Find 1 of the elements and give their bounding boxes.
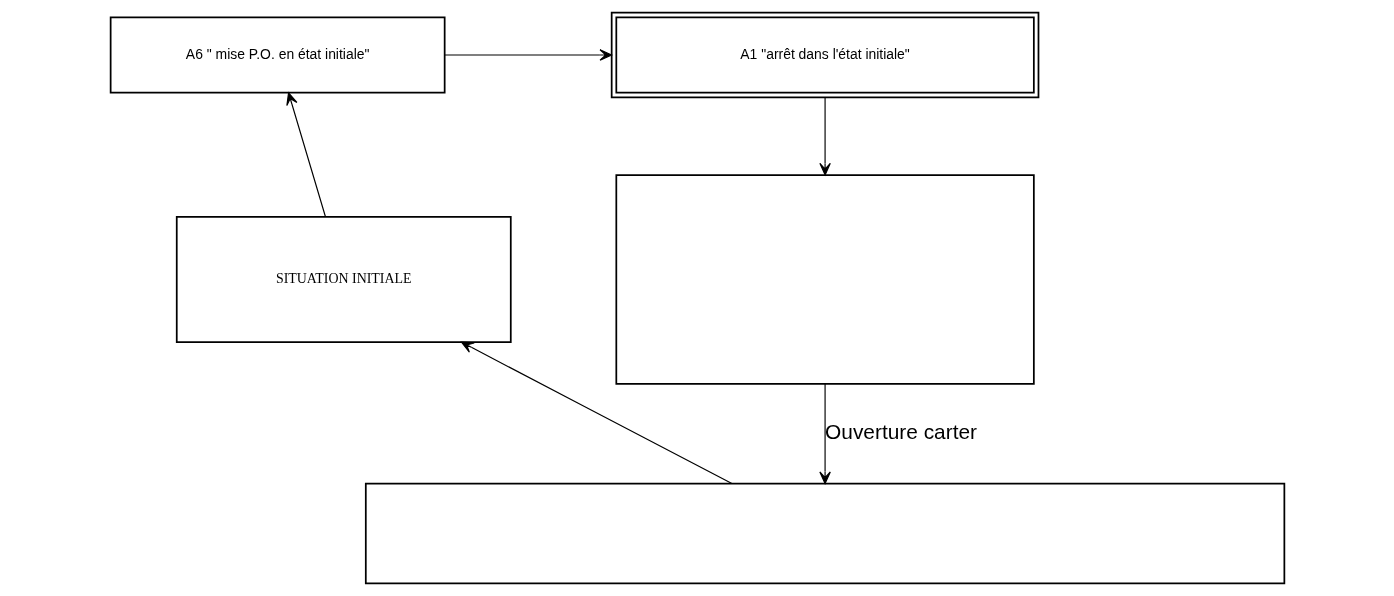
edge-label: Ouverture carter [824,419,977,443]
